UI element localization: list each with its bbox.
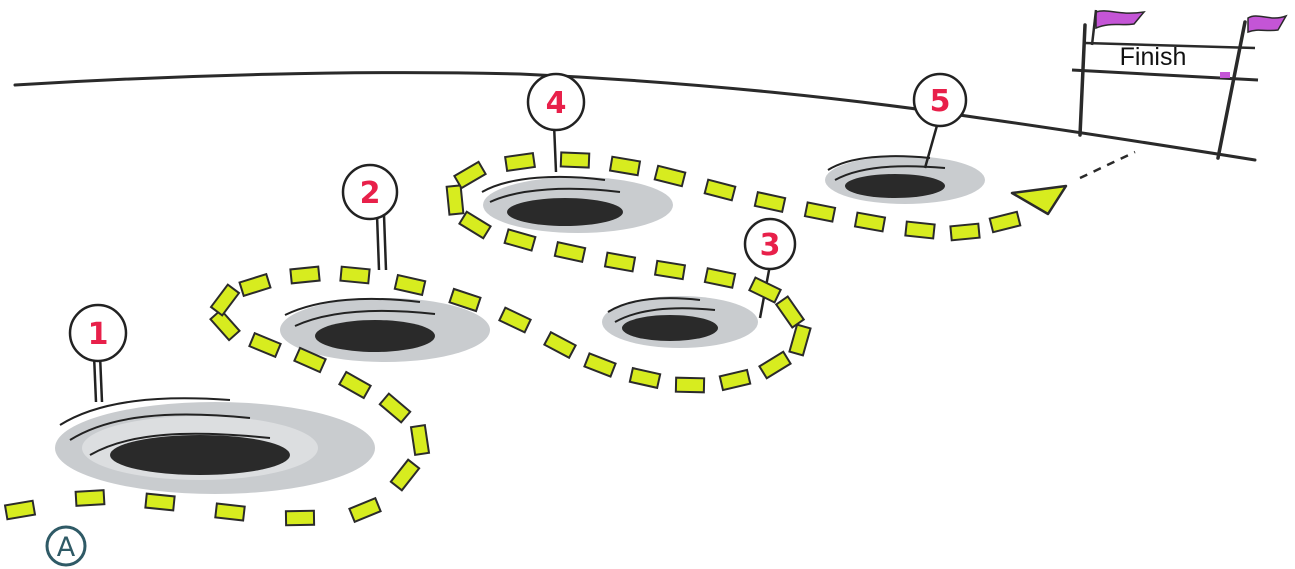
path-dash — [284, 509, 316, 527]
path-dash — [774, 295, 806, 329]
start-marker-letter: A — [57, 532, 76, 563]
pin-1-number: 1 — [88, 317, 109, 352]
path-dash — [504, 151, 536, 173]
path-dash — [653, 259, 687, 281]
path-dash — [608, 155, 642, 177]
path-dash — [144, 492, 176, 512]
pin-3: 3 — [743, 217, 797, 319]
start-marker: A — [45, 525, 87, 567]
path-dash — [543, 330, 577, 360]
flag-right-icon — [1247, 14, 1288, 34]
path-dash — [703, 178, 737, 202]
path-dash — [788, 323, 812, 357]
path-dash — [409, 423, 431, 457]
flag-left-icon — [1095, 10, 1146, 30]
path-dash — [559, 151, 591, 169]
path-dash — [238, 272, 272, 298]
path-dash — [949, 222, 981, 242]
path-dash — [448, 287, 482, 313]
path-dash — [453, 160, 487, 190]
pin-4: 4 — [526, 72, 586, 173]
path-dash — [988, 210, 1022, 234]
pin-3-number: 3 — [760, 228, 781, 263]
path-dash — [748, 276, 782, 304]
pin-1: 1 — [68, 303, 128, 403]
path-dash — [214, 502, 246, 522]
hole-5 — [825, 155, 985, 204]
hole-3 — [602, 296, 758, 348]
path-dash — [653, 164, 687, 188]
path-dash — [753, 190, 787, 214]
path-dash — [674, 376, 706, 394]
pin-5-number: 5 — [930, 84, 951, 119]
path-dash — [603, 251, 637, 273]
path-dash — [209, 308, 241, 342]
path-dash — [445, 184, 465, 216]
pin-5: 5 — [912, 72, 968, 169]
hole-2 — [280, 297, 490, 362]
path-dash — [3, 499, 37, 521]
course-path — [3, 151, 1022, 527]
path-dash — [498, 306, 532, 334]
path-dash — [339, 265, 371, 285]
finish-label: Finish — [1119, 43, 1187, 71]
hole-4 — [481, 175, 673, 233]
path-dash — [348, 496, 382, 524]
path-dash — [583, 352, 617, 378]
path-dash — [289, 265, 321, 285]
path-dash — [209, 283, 241, 317]
finish-gate — [1071, 9, 1288, 160]
pin-4-number: 4 — [546, 86, 567, 121]
path-dash — [338, 370, 372, 400]
path-dash — [389, 458, 421, 492]
path-dash — [904, 220, 936, 240]
path-dash — [248, 331, 282, 359]
hole-1 — [55, 397, 375, 494]
path-dash — [853, 211, 887, 233]
direction-arrow-icon — [1010, 184, 1068, 216]
path-dash — [74, 489, 106, 507]
path-dash — [758, 350, 792, 380]
path-dash — [458, 210, 492, 240]
path-dash — [628, 366, 662, 390]
path-dash — [703, 267, 737, 289]
horizon-line — [13, 71, 1257, 162]
path-dash — [553, 240, 587, 264]
path-dash — [393, 273, 427, 297]
pin-2: 2 — [341, 163, 399, 271]
path-dash — [503, 228, 537, 252]
path-dash — [293, 346, 327, 374]
dotted-link — [1079, 150, 1136, 180]
path-dash — [378, 392, 412, 424]
pin-2-number: 2 — [360, 176, 381, 211]
path-dash — [803, 201, 837, 223]
path-dash — [718, 368, 752, 392]
